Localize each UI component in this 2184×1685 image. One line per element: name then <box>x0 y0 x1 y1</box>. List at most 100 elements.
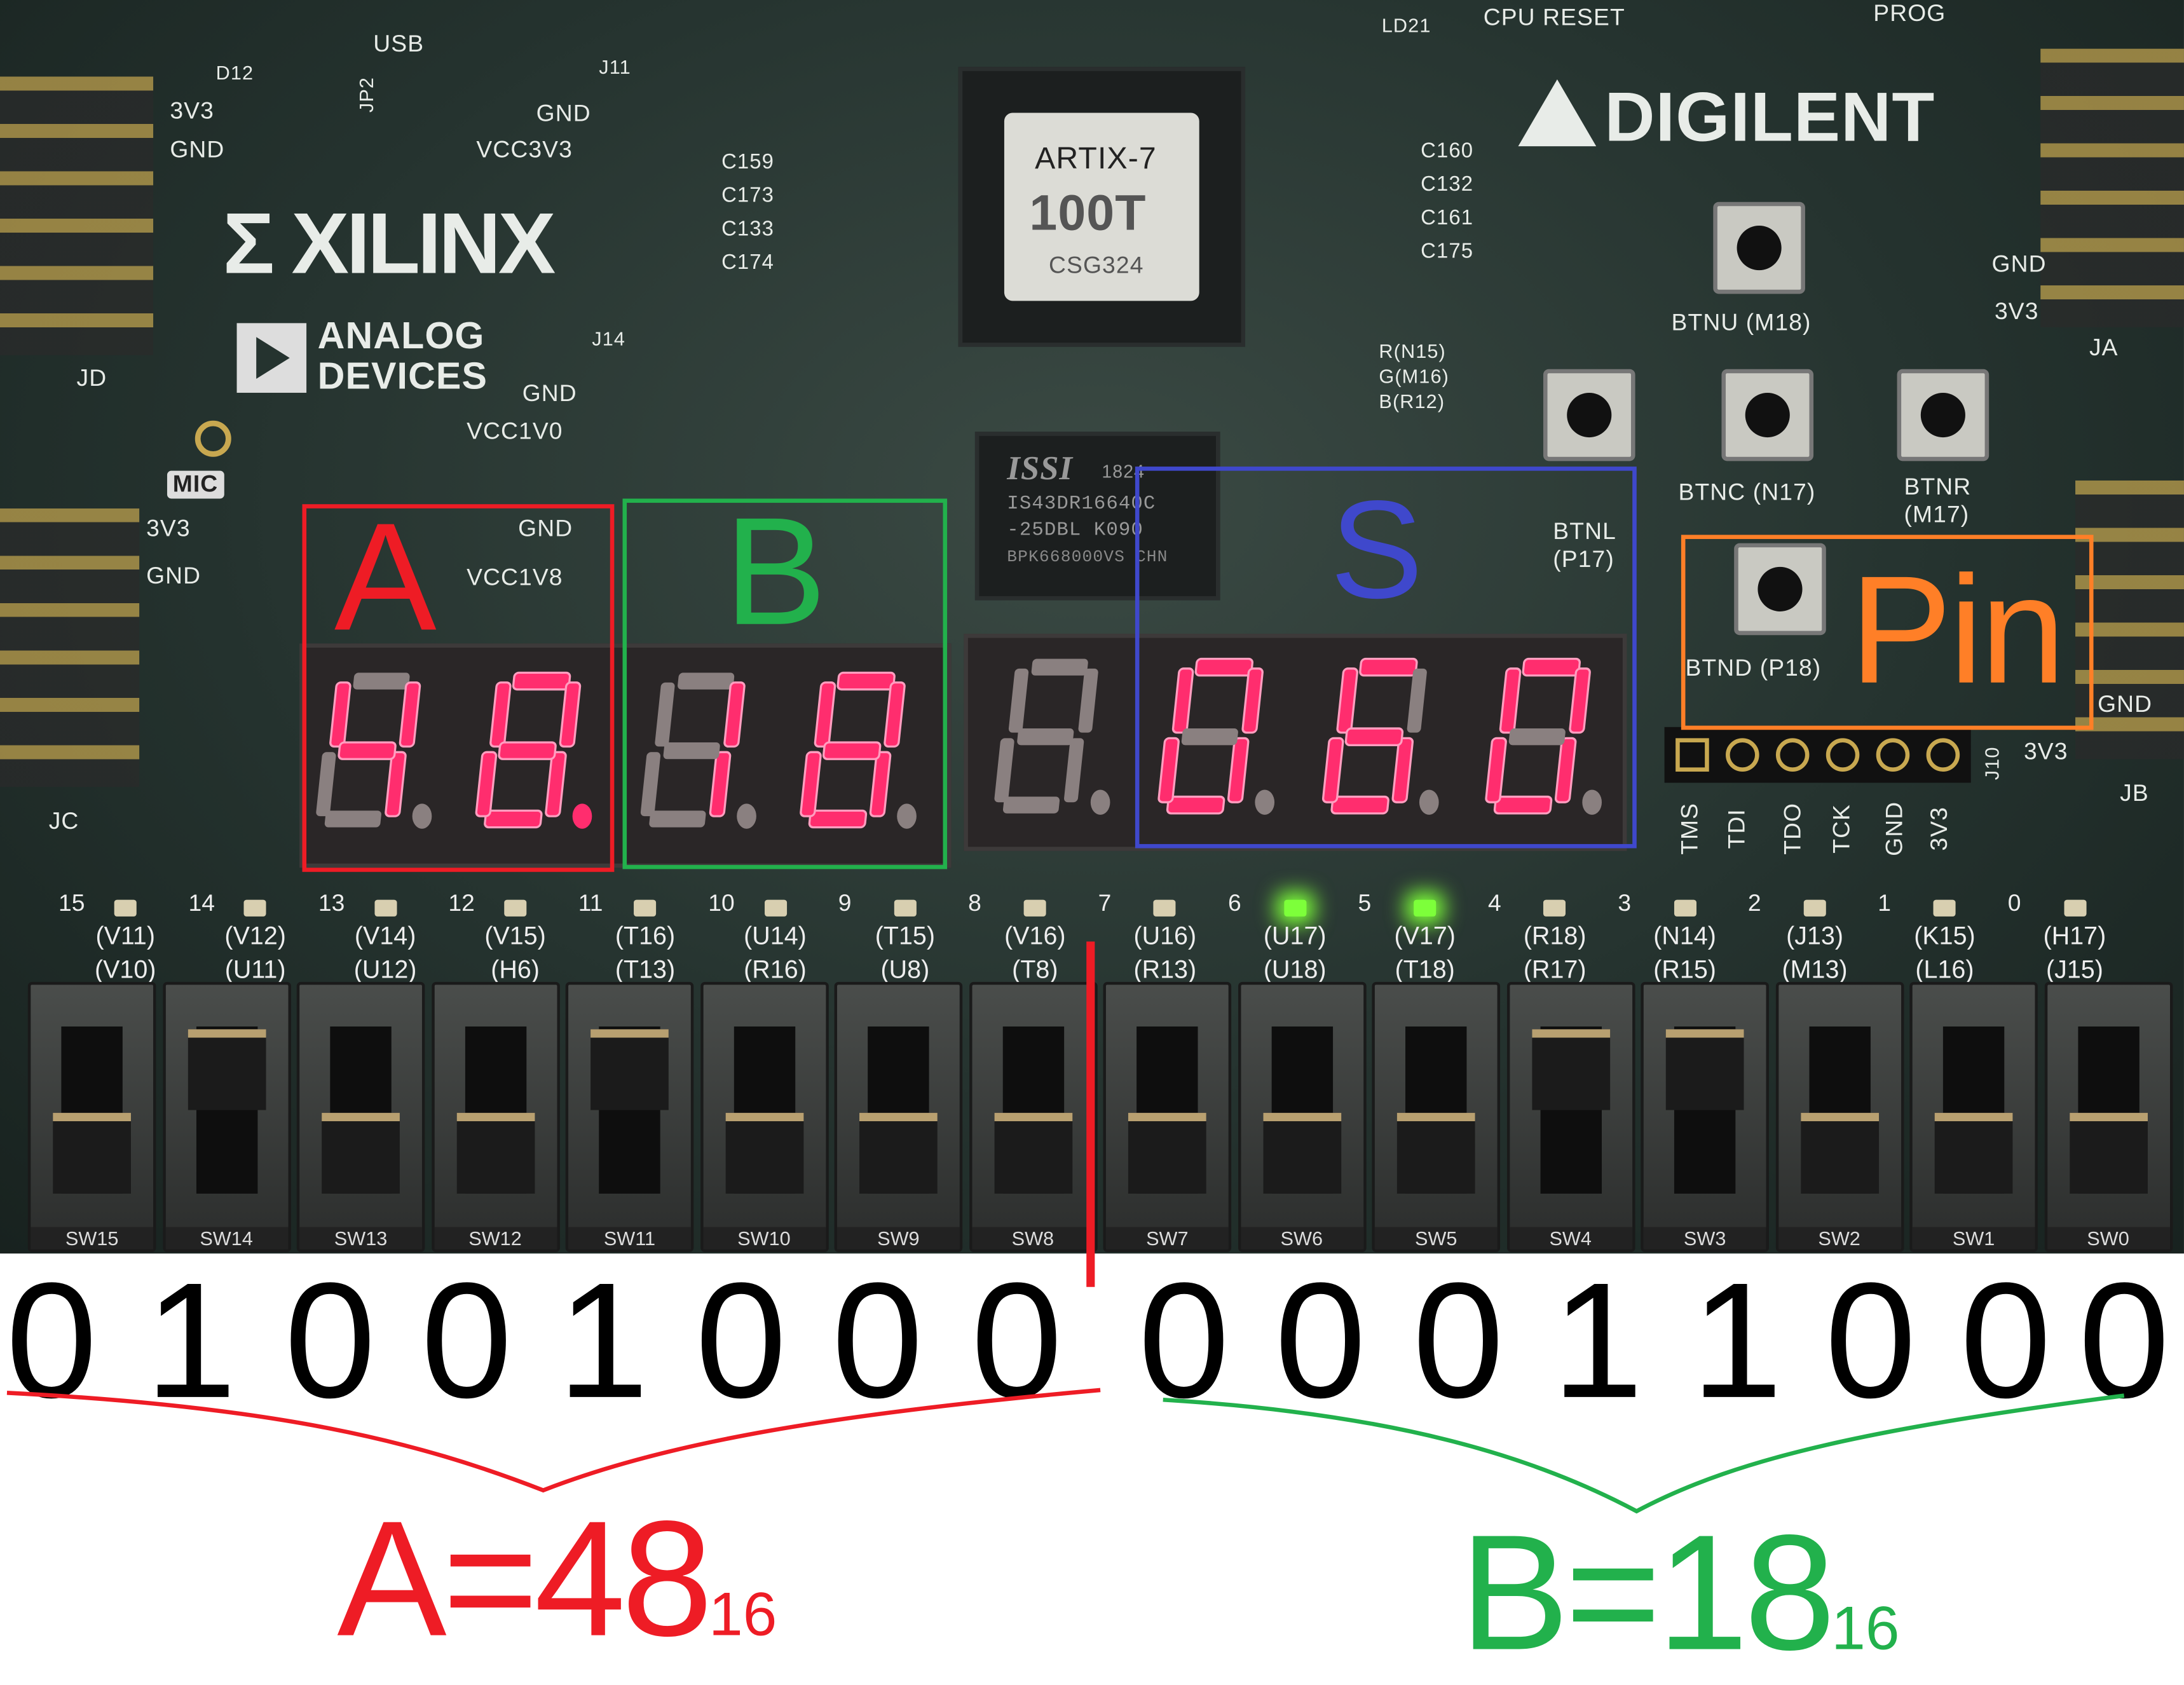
btnl-button[interactable] <box>1543 369 1635 461</box>
seven-segment-digit <box>640 672 756 829</box>
a-brace <box>6 1388 1101 1493</box>
btnu-button[interactable] <box>1713 201 1805 294</box>
switch-handle[interactable] <box>2069 1112 2147 1194</box>
label-jd: JD <box>76 365 107 392</box>
segment-c <box>1227 737 1250 803</box>
switch-handle[interactable] <box>1531 1029 1610 1110</box>
slide-switch-sw2[interactable]: SW2 <box>1775 981 1904 1252</box>
segment-g <box>822 741 882 760</box>
s-box-label: S <box>1330 472 1423 629</box>
slide-switch-sw13[interactable]: SW13 <box>296 981 425 1252</box>
label-gnd: GND <box>146 563 201 589</box>
segment-c <box>385 751 407 817</box>
segment-b <box>1407 668 1427 733</box>
switch-handle[interactable] <box>1396 1112 1475 1194</box>
btnr-button[interactable] <box>1897 369 1989 461</box>
seven-segment-digit <box>800 671 917 829</box>
btnd-button[interactable] <box>1734 543 1826 636</box>
slide-switch-sw9[interactable]: SW9 <box>834 981 963 1252</box>
b-brace <box>1163 1393 2125 1514</box>
led-number: 6 <box>1228 890 1241 917</box>
switch-handle[interactable] <box>53 1112 131 1194</box>
segment-f <box>1499 667 1522 734</box>
led-pin-label: (H17) <box>2043 922 2106 950</box>
seven-segment-digit <box>316 672 432 829</box>
led-pin-label: (N14) <box>1653 922 1716 950</box>
pin-box-label: Pin <box>1850 544 2066 716</box>
led-indicator <box>244 899 267 917</box>
led-indicator <box>374 899 397 917</box>
slide-switch-sw5[interactable]: SW5 <box>1372 981 1501 1252</box>
label-jb: JB <box>2120 780 2149 807</box>
segment-d <box>808 809 868 829</box>
switch-handle[interactable] <box>456 1112 535 1194</box>
label-btnu: BTNU (M18) <box>1671 309 1812 336</box>
digilent-logo: DIGILENT <box>1518 77 1935 158</box>
segment-e <box>316 752 336 817</box>
led-pin-label: (T16) <box>615 922 676 950</box>
slide-switch-sw1[interactable]: SW1 <box>1909 981 2038 1252</box>
switch-handle[interactable] <box>1800 1112 1878 1194</box>
switch-handle[interactable] <box>187 1029 266 1110</box>
bit-digit: 0 <box>1412 1249 1505 1433</box>
segment-c <box>709 751 732 817</box>
a-value-text: A=48 <box>337 1487 713 1672</box>
seven-segment-digit <box>475 671 592 829</box>
btnc-button[interactable] <box>1721 369 1814 461</box>
label-d12: D12 <box>215 61 254 84</box>
switch-pin-label: (M13) <box>1782 955 1848 984</box>
led-number: 13 <box>318 890 345 917</box>
led-number: 4 <box>1487 890 1501 917</box>
led-pin-label: (V11) <box>95 922 155 950</box>
label-j14: J14 <box>592 327 626 350</box>
slide-switch-sw12[interactable]: SW12 <box>431 981 559 1252</box>
switch-handle[interactable] <box>1128 1112 1206 1194</box>
b-value-subscript: 16 <box>1831 1595 1900 1663</box>
switch-handle[interactable] <box>1665 1029 1744 1110</box>
slide-switch-sw14[interactable]: SW14 <box>162 981 290 1252</box>
label-cap: C174 <box>721 250 775 275</box>
switch-handle[interactable] <box>859 1112 938 1194</box>
segment-d <box>1493 795 1553 815</box>
slide-switch-sw8[interactable]: SW8 <box>969 981 1097 1252</box>
switch-handle[interactable] <box>590 1029 669 1110</box>
slide-switch-sw4[interactable]: SW4 <box>1506 981 1635 1252</box>
bit-digit: 0 <box>1824 1249 1916 1433</box>
segment-g <box>1344 727 1404 746</box>
label-gnd: GND <box>518 515 573 542</box>
byte-divider-line <box>1086 941 1095 1287</box>
slide-switch-sw3[interactable]: SW3 <box>1641 981 1769 1252</box>
switch-handle[interactable] <box>993 1112 1072 1194</box>
label-cap: C161 <box>1421 206 1474 230</box>
segment-g <box>663 742 720 760</box>
slide-switch-sw0[interactable]: SW0 <box>2044 981 2173 1252</box>
switch-handle[interactable] <box>322 1112 400 1194</box>
bit-digit: 0 <box>2078 1249 2170 1433</box>
segment-a <box>1031 658 1088 676</box>
led-pin-label: (T15) <box>875 922 936 950</box>
slide-switch-sw7[interactable]: SW7 <box>1103 981 1232 1252</box>
led-number: 7 <box>1098 890 1112 917</box>
segment-g <box>1017 728 1074 746</box>
fpga-chip: ARTIX-7 100T CSG324 <box>958 67 1246 347</box>
segment-f <box>655 682 675 747</box>
switch-pin-label: (H6) <box>491 955 540 984</box>
decimal-point <box>572 803 592 829</box>
segment-d <box>649 810 706 828</box>
switch-label: SW13 <box>299 1227 422 1250</box>
pmod-jb-header <box>2075 480 2184 760</box>
bit-digit: 0 <box>421 1249 513 1433</box>
slide-switch-sw11[interactable]: SW11 <box>565 981 694 1252</box>
switch-handle[interactable] <box>1934 1112 2013 1194</box>
slide-switch-sw6[interactable]: SW6 <box>1237 981 1366 1252</box>
decimal-point <box>1419 789 1439 815</box>
led-pin-label: (K15) <box>1914 922 1976 950</box>
slide-switch-sw10[interactable]: SW10 <box>700 981 828 1252</box>
switch-handle[interactable] <box>1262 1112 1341 1194</box>
segment-d <box>1002 796 1060 814</box>
label-usb: USB <box>373 31 425 57</box>
slide-switch-sw15[interactable]: SW15 <box>27 981 156 1252</box>
switch-handle[interactable] <box>725 1112 803 1194</box>
led-number: 8 <box>968 890 981 917</box>
